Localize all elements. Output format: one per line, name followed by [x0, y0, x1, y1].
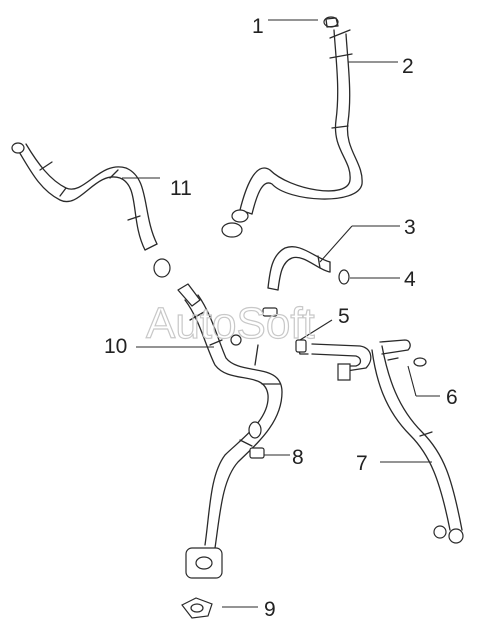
clamp-part-1 — [323, 16, 339, 28]
fitting-part-8 — [249, 447, 265, 459]
callout-11: 11 — [170, 177, 192, 200]
clamp-icon — [221, 222, 243, 238]
callout-8: 8 — [292, 446, 304, 469]
callout-4: 4 — [404, 268, 416, 291]
clamp-part-4 — [338, 269, 350, 285]
callout-10: 10 — [104, 335, 127, 358]
callout-5: 5 — [338, 305, 350, 328]
callout-1: 1 — [252, 15, 264, 38]
callout-7: 7 — [356, 452, 368, 475]
watermark-text: AutoSoft — [146, 299, 315, 348]
hose-part-11 — [11, 142, 171, 278]
hose-part-6 — [311, 339, 427, 381]
leader-lines — [122, 19, 440, 608]
hose-part-2 — [221, 29, 363, 238]
pipe-part-10 — [177, 283, 283, 579]
callout-2: 2 — [402, 55, 414, 78]
callout-3: 3 — [404, 216, 416, 239]
callout-6: 6 — [446, 386, 458, 409]
fitting-part-5 — [262, 307, 309, 355]
hose-part-7 — [371, 345, 464, 544]
hose-part-3 — [267, 246, 331, 291]
gasket-part-9 — [181, 597, 213, 619]
callout-9: 9 — [264, 598, 276, 621]
